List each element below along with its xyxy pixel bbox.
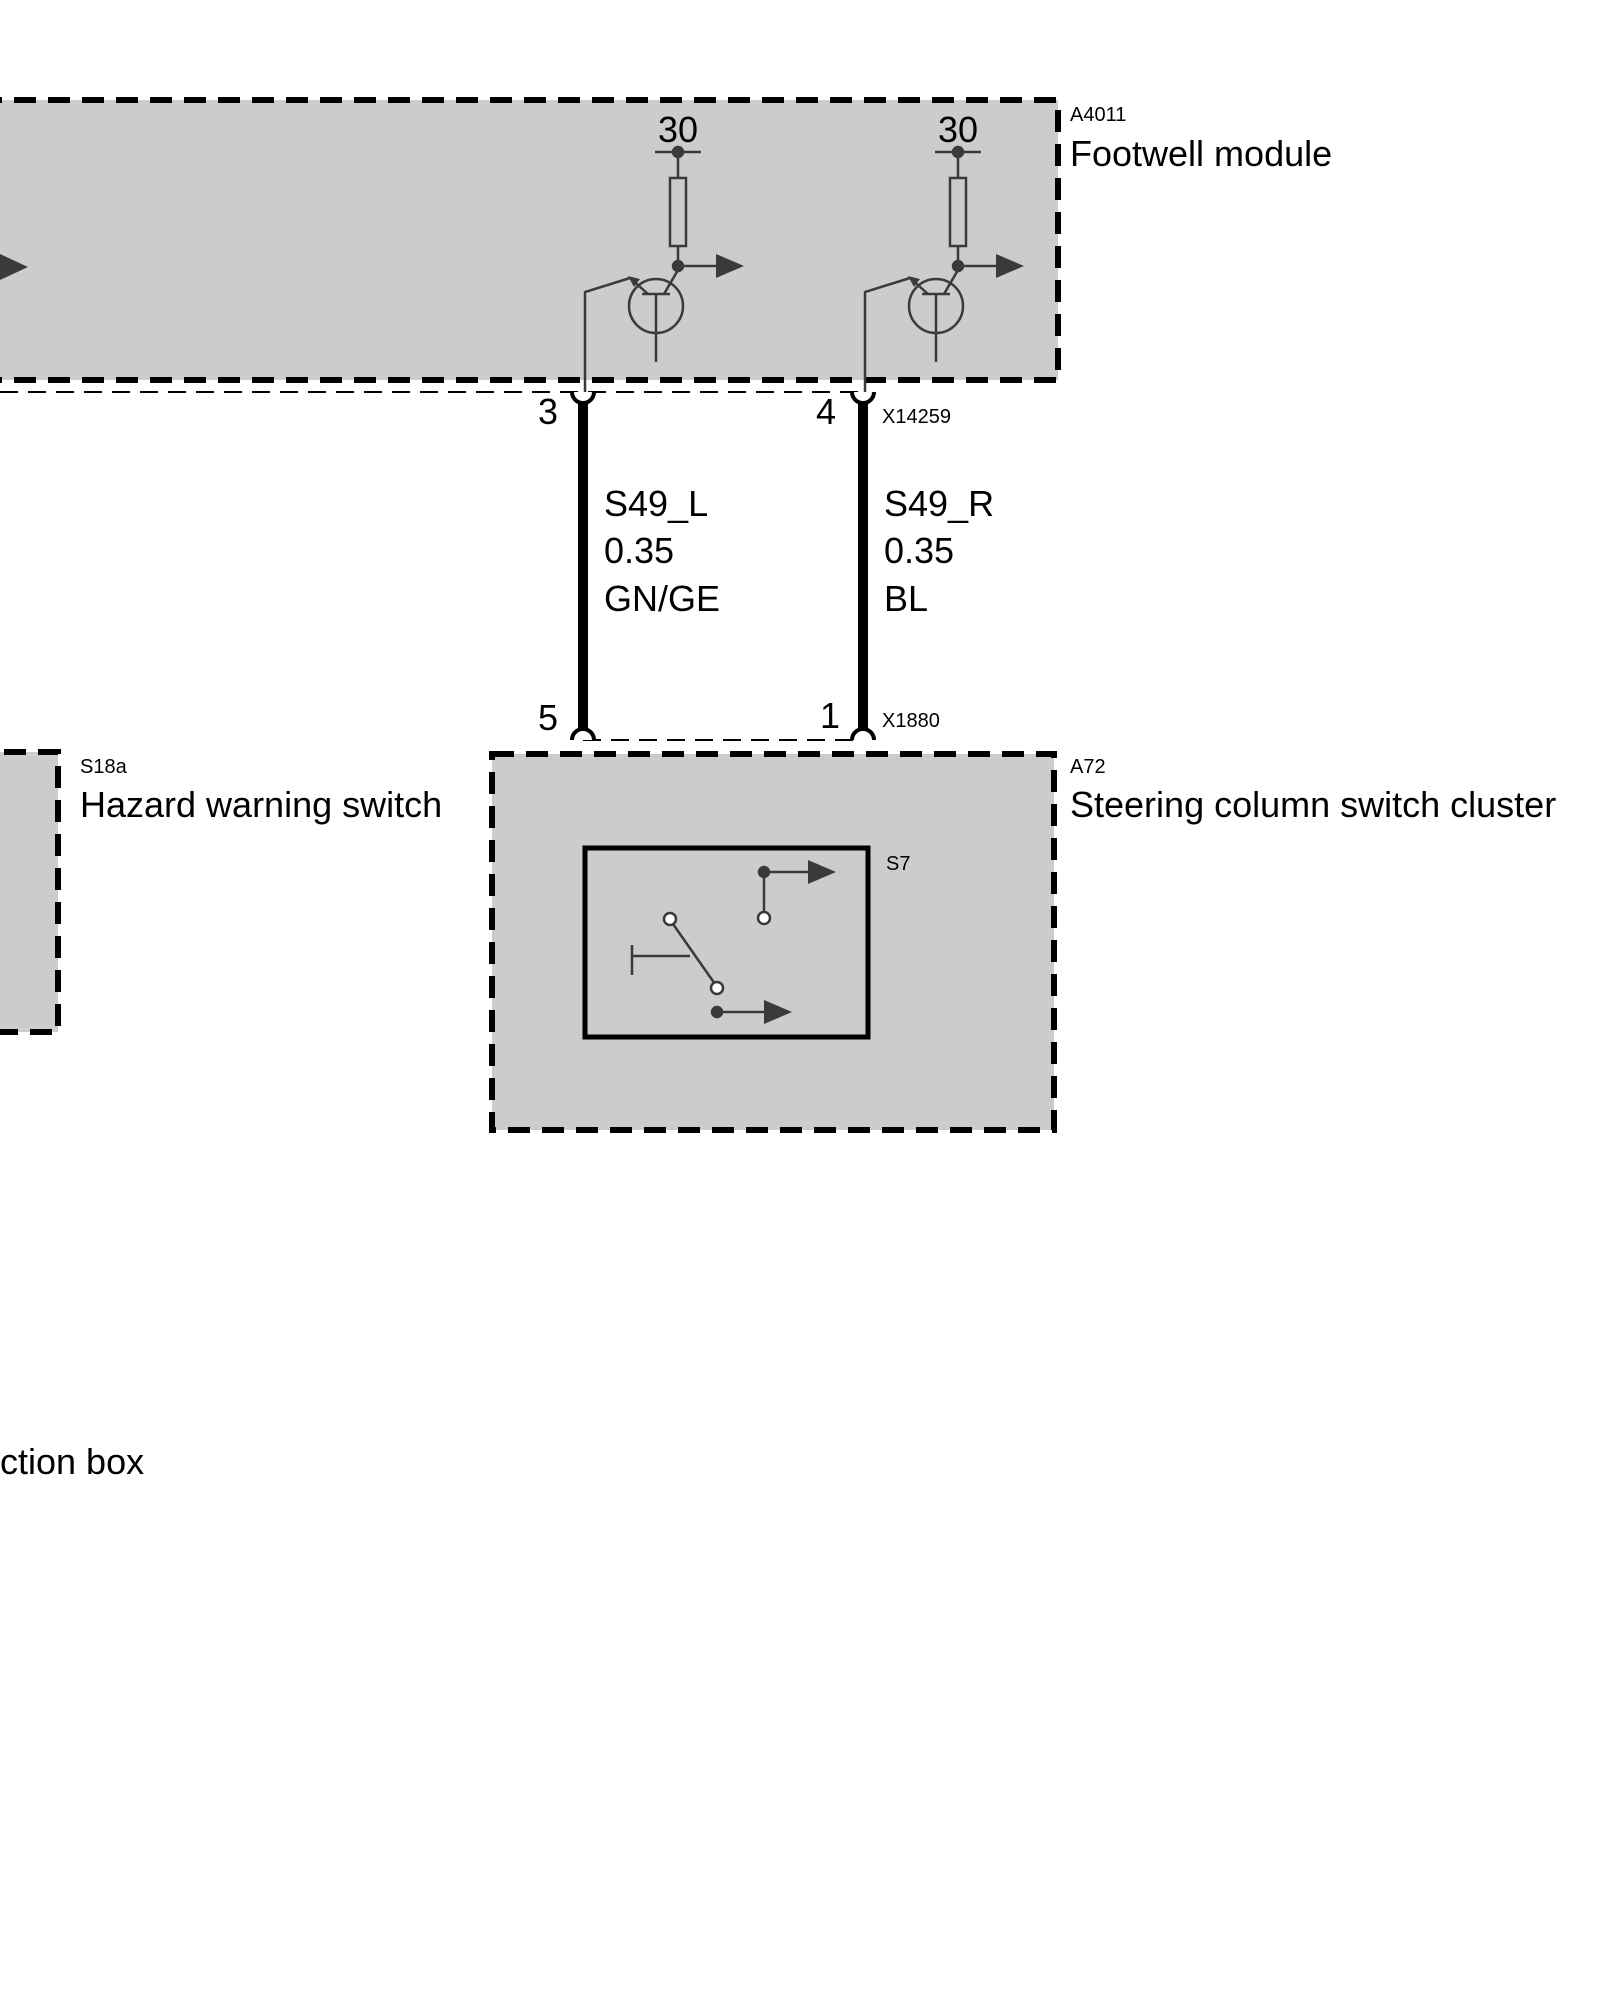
wire-right-signal: S49_R (884, 483, 994, 524)
pin-3-terminal (570, 391, 596, 405)
wire-right-color: BL (884, 578, 928, 619)
arrow-right-icon (716, 254, 744, 278)
pin-1-terminal (850, 727, 876, 741)
arrow-right-icon (764, 1000, 792, 1024)
connector-x1880: 5 1 X1880 (538, 695, 940, 741)
hazard-warning-switch: S18a Hazard warning switch (0, 749, 442, 1035)
supply-30-right: 30 (938, 109, 978, 150)
arrow-right-icon (808, 860, 836, 884)
output-stage-left: 30 (583, 109, 744, 392)
arrow-right-icon (996, 254, 1024, 278)
footwell-module: 30 30 (0, 97, 1332, 393)
pin-1-label: 1 (820, 695, 840, 736)
junction-box-name: ction box (0, 1441, 144, 1482)
pin-4-label: 4 (816, 391, 836, 432)
connector-x14259: 3 4 X14259 (538, 391, 951, 432)
steering-column-switch-cluster-name: Steering column switch cluster (1070, 784, 1556, 825)
arrow-right-icon (0, 254, 28, 280)
switch-s7-icon (630, 860, 836, 1024)
wire-left-gauge: 0.35 (604, 530, 674, 571)
connector-x14259-code: X14259 (882, 406, 951, 428)
hazard-warning-switch-code: S18a (80, 756, 128, 778)
wire-s49-r: S49_R 0.35 BL (858, 403, 994, 728)
connector-x1880-code: X1880 (882, 710, 940, 732)
pin-5-terminal (570, 727, 596, 741)
hazard-warning-switch-name: Hazard warning switch (80, 784, 442, 825)
wire-right-gauge: 0.35 (884, 530, 954, 571)
footwell-module-code: A4011 (1070, 104, 1126, 126)
steering-column-switch-cluster-box (489, 751, 1057, 1133)
steering-column-switch-cluster: S7 A72 Steering column switch cluster (489, 751, 1556, 1133)
switch-s7-box (582, 845, 871, 1040)
pin-5-label: 5 (538, 697, 558, 738)
hazard-warning-switch-box (0, 749, 61, 1035)
steering-column-switch-cluster-code: A72 (1070, 756, 1106, 778)
footwell-module-name: Footwell module (1070, 133, 1332, 174)
wire-left-signal: S49_L (604, 483, 708, 524)
pin-4-terminal (850, 391, 876, 405)
footwell-module-box (0, 97, 1061, 383)
pin-3-label: 3 (538, 391, 558, 432)
supply-30-left: 30 (658, 109, 698, 150)
wire-s49-l: S49_L 0.35 GN/GE (578, 403, 720, 728)
output-stage-right: 30 (863, 109, 1024, 392)
switch-s7-code: S7 (886, 853, 910, 875)
wire-left-color: GN/GE (604, 578, 720, 619)
